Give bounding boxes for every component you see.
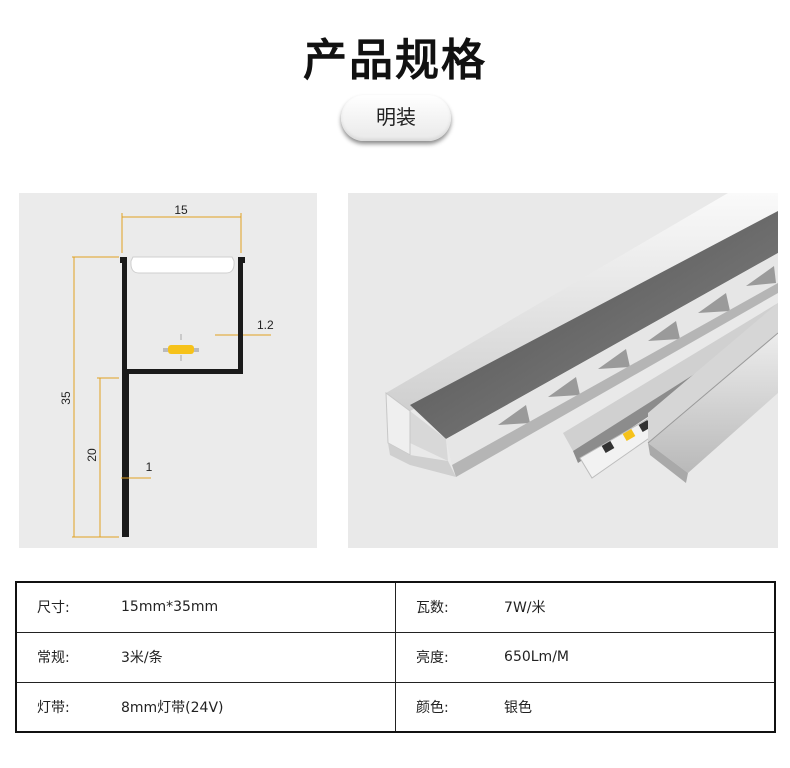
table-row: 灯带: 8mm灯带(24V) 颜色: 银色 (15, 681, 776, 733)
spec-label-color: 颜色: (416, 699, 449, 716)
led-chip (163, 334, 199, 361)
spec-label-length: 常规: (37, 650, 70, 666)
spec-value-length: 3米/条 (121, 650, 163, 666)
profile-diagram: 15 1.2 35 20 1 (19, 193, 317, 548)
spec-label-wattage: 瓦数: (416, 600, 449, 617)
dim-wall: 1.2 (257, 318, 274, 332)
spec-label-size: 尺寸: (37, 600, 70, 617)
mount-type-badge: 明装 (341, 95, 451, 141)
dim-stem-height: 20 (85, 448, 99, 462)
product-photo (348, 193, 778, 548)
spec-value-color: 银色 (504, 699, 533, 716)
spec-value-brightness: 650Lm/M (504, 649, 569, 665)
spec-value-strip: 8mm灯带(24V) (121, 699, 224, 716)
spec-value-size: 15mm*35mm (121, 599, 219, 616)
spec-label-strip: 灯带: (37, 699, 70, 716)
spec-table: 尺寸: 15mm*35mm 瓦数: 7W/米 常规: 3米/条 亮度: 650L… (15, 581, 776, 733)
page-title: 产品规格 (303, 35, 487, 86)
table-row: 常规: 3米/条 亮度: 650Lm/M (15, 631, 776, 683)
spec-label-brightness: 亮度: (416, 650, 449, 666)
profile-shape (120, 257, 245, 537)
table-row: 尺寸: 15mm*35mm 瓦数: 7W/米 (15, 581, 776, 633)
dim-stem-thickness: 1 (146, 460, 153, 474)
spec-value-wattage: 7W/米 (504, 600, 546, 617)
diffuser-cover (130, 256, 235, 274)
dim-width: 15 (174, 203, 188, 217)
dim-total-height: 35 (59, 391, 73, 405)
